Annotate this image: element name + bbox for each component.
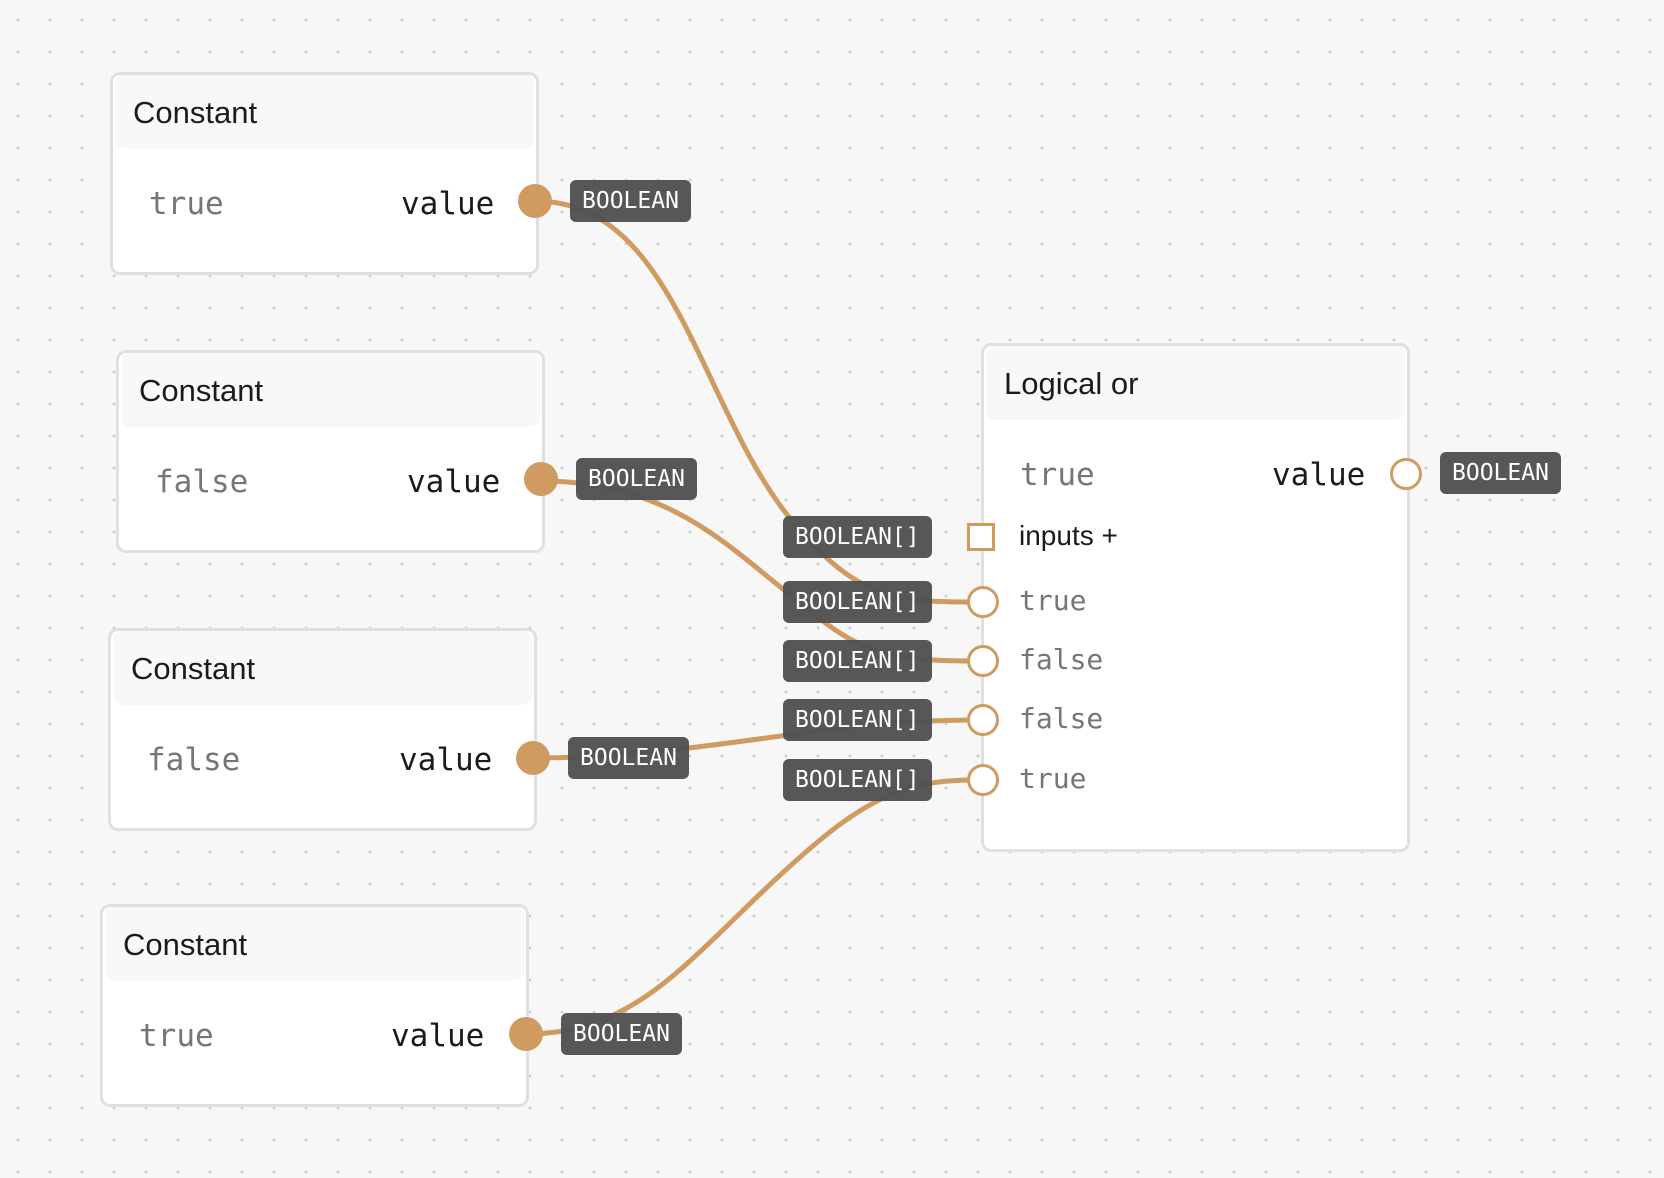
constant-node-4[interactable]: Constant true value [100, 904, 529, 1107]
constant-node-2[interactable]: Constant false value [116, 350, 545, 553]
constant-node-1[interactable]: Constant true value [110, 72, 539, 275]
output-port-handle[interactable] [509, 1017, 543, 1051]
input-type-badge: BOOLEAN[] [783, 581, 932, 623]
node-title: Logical or [1004, 366, 1139, 401]
constant-value[interactable]: false [155, 464, 249, 500]
output-port-handle[interactable] [1390, 458, 1422, 490]
inputs-type-badge: BOOLEAN[] [783, 516, 932, 558]
add-input-button[interactable]: inputs + [1019, 520, 1118, 551]
node-header[interactable]: Constant [121, 353, 540, 427]
input-label: false [1019, 702, 1104, 735]
input-port-handle[interactable] [967, 704, 999, 736]
output-type-badge: BOOLEAN [1440, 452, 1561, 494]
output-port-handle[interactable] [518, 184, 552, 218]
output-port-label: value [1272, 457, 1366, 493]
type-badge: BOOLEAN [561, 1013, 682, 1055]
node-title: Constant [133, 95, 258, 130]
result-value: true [1020, 457, 1095, 493]
output-port-label: value [401, 186, 495, 222]
wire-constant-4-to-input-4 [523, 777, 978, 1037]
node-title: Constant [131, 651, 256, 686]
constant-value[interactable]: false [147, 742, 241, 778]
input-port-handle[interactable] [967, 586, 999, 618]
wire-constant-2-to-input-2 [538, 478, 978, 664]
input-type-badge: BOOLEAN[] [783, 699, 932, 741]
node-header[interactable]: Constant [115, 75, 534, 149]
type-badge: BOOLEAN [568, 737, 689, 779]
input-port-handle[interactable] [967, 764, 999, 796]
output-port-handle[interactable] [516, 741, 550, 775]
type-badge: BOOLEAN [576, 458, 697, 500]
node-header[interactable]: Constant [105, 907, 524, 981]
constant-value[interactable]: true [149, 186, 224, 222]
input-type-badge: BOOLEAN[] [783, 759, 932, 801]
type-badge: BOOLEAN [570, 180, 691, 222]
node-header[interactable]: Constant [113, 631, 532, 705]
add-input-port-handle[interactable] [967, 523, 995, 551]
constant-node-3[interactable]: Constant false value [108, 628, 537, 831]
output-port-label: value [399, 742, 493, 778]
input-label: true [1019, 762, 1087, 795]
input-port-handle[interactable] [967, 645, 999, 677]
logical-or-node[interactable]: Logical or true value [981, 343, 1410, 852]
node-title: Constant [123, 927, 248, 962]
constant-value[interactable]: true [139, 1018, 214, 1054]
output-port-label: value [391, 1018, 485, 1054]
output-port-handle[interactable] [524, 462, 558, 496]
input-label: false [1019, 643, 1104, 676]
node-title: Constant [139, 373, 264, 408]
output-port-label: value [407, 464, 501, 500]
input-type-badge: BOOLEAN[] [783, 640, 932, 682]
node-header[interactable]: Logical or [986, 346, 1405, 420]
input-label: true [1019, 584, 1087, 617]
